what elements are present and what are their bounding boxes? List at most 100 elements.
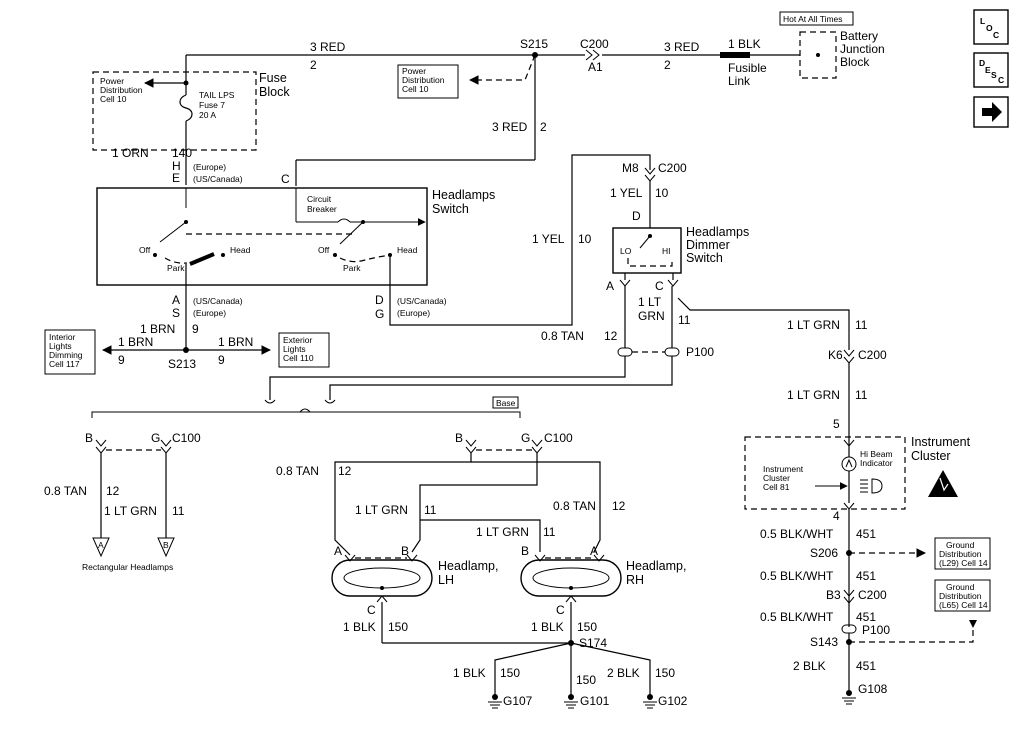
headlamp-lh-label: Headlamp,LH — [438, 559, 498, 587]
base-label: Base — [496, 398, 516, 408]
connector-pin: G — [521, 431, 530, 445]
wire-label: 2 — [310, 58, 317, 72]
connector-pin: G — [151, 431, 160, 445]
wire-label: 140 — [172, 146, 192, 160]
wire-label: 9 — [192, 322, 199, 336]
wire-label: 1 BLK — [453, 666, 486, 680]
dimmer-lo-label: LO — [620, 246, 632, 256]
wire-label: 0.5 BLK/WHT — [760, 527, 834, 541]
connector-pin: B3 — [826, 588, 841, 602]
wire-label: 10 — [578, 232, 592, 246]
connector-pin: C — [281, 172, 290, 186]
svg-text:O: O — [986, 23, 993, 33]
svg-text:S: S — [991, 70, 997, 80]
connector-pin: S — [172, 306, 180, 320]
splice-label: S213 — [168, 357, 196, 371]
wire-label: 12 — [612, 499, 626, 513]
connector-pin: C — [655, 279, 664, 293]
connector-pin: H — [172, 159, 181, 173]
wire-label: 1 YEL — [532, 232, 565, 246]
connector-pin: 5 — [833, 417, 840, 431]
wire-label: 3 RED — [310, 40, 346, 54]
wire-label: 0.5 BLK/WHT — [760, 569, 834, 583]
connector-pin: B — [85, 431, 93, 445]
connector-pin: B — [455, 431, 463, 445]
connector-label: P100 — [686, 345, 714, 359]
arrow-right-icon — [982, 102, 1002, 122]
wire-label: 0.8 TAN — [553, 499, 596, 513]
connector-pin: B — [163, 540, 169, 550]
wire-label: 9 — [218, 353, 225, 367]
region-label: (US/Canada) — [193, 296, 243, 306]
wire-label: 2 BLK — [607, 666, 640, 680]
region-label: (US/Canada) — [397, 296, 447, 306]
wire-label: 150 — [577, 620, 597, 634]
ground-icon — [842, 690, 856, 705]
wire-label: 2 — [664, 58, 671, 72]
wire-label: 1 BLK — [343, 620, 376, 634]
connector-pin: A — [172, 293, 180, 307]
wire-label: 3 RED — [492, 120, 528, 134]
connector-pin: 4 — [833, 509, 840, 523]
wire-label: 12 — [604, 329, 618, 343]
ground-icon — [488, 694, 502, 709]
wire-label: 150 — [388, 620, 408, 634]
loc-button[interactable]: L O C — [973, 9, 1009, 45]
connector-label: C200 — [580, 37, 609, 51]
connector-pin: C — [367, 603, 376, 617]
ground-label: G108 — [858, 682, 888, 696]
svg-text:D: D — [979, 58, 985, 68]
wire-label: 10 — [655, 186, 669, 200]
wire-label: 1 LT GRN — [104, 504, 157, 518]
wire-label: 0.8 TAN — [44, 484, 87, 498]
headlight-high-beam-icon — [860, 478, 883, 494]
rectangular-headlamps-label: Rectangular Headlamps — [82, 562, 173, 572]
hot-at-all-times-label: Hot At All Times — [783, 14, 843, 24]
desc-button[interactable]: D E S C — [973, 52, 1009, 88]
switch-off-label: Off — [318, 245, 330, 255]
wire-label: 11 — [172, 504, 185, 518]
switch-park-label: Park — [167, 263, 185, 273]
connector-label: C200 — [858, 348, 887, 362]
esd-warning-icon — [928, 470, 958, 497]
svg-text:E: E — [985, 65, 991, 75]
svg-text:C: C — [998, 75, 1004, 85]
connector-label: C100 — [172, 431, 201, 445]
connector-pin: A1 — [588, 60, 603, 74]
region-label: (Europe) — [397, 308, 430, 318]
wire-label: 0.5 BLK/WHT — [760, 610, 834, 624]
connector-pin: M8 — [622, 161, 639, 175]
wire-label: 451 — [856, 569, 876, 583]
connector-pin: A — [606, 279, 614, 293]
wire-label: 1 LT GRN — [476, 525, 529, 539]
wire-label: 150 — [655, 666, 675, 680]
wire-label: 11 — [543, 525, 556, 539]
wire-label: 12 — [338, 464, 352, 478]
headlamp-rh-label: Headlamp,RH — [626, 559, 686, 587]
wire-label: 12 — [106, 484, 120, 498]
wire-label: 1 BRN — [218, 335, 253, 349]
switch-head-label: Head — [397, 245, 418, 255]
wire-label: 1 YEL — [610, 186, 643, 200]
connector-label: C100 — [544, 431, 573, 445]
connector-pin: A — [590, 544, 598, 558]
region-label: (Europe) — [193, 308, 226, 318]
switch-park-label: Park — [343, 263, 361, 273]
connector-pin: D — [375, 293, 384, 307]
ground-label: G101 — [580, 694, 610, 708]
connector-pin: B — [521, 544, 529, 558]
wire-label: 150 — [500, 666, 520, 680]
next-button[interactable] — [973, 96, 1009, 128]
wire-label: 1 ORN — [112, 146, 149, 160]
